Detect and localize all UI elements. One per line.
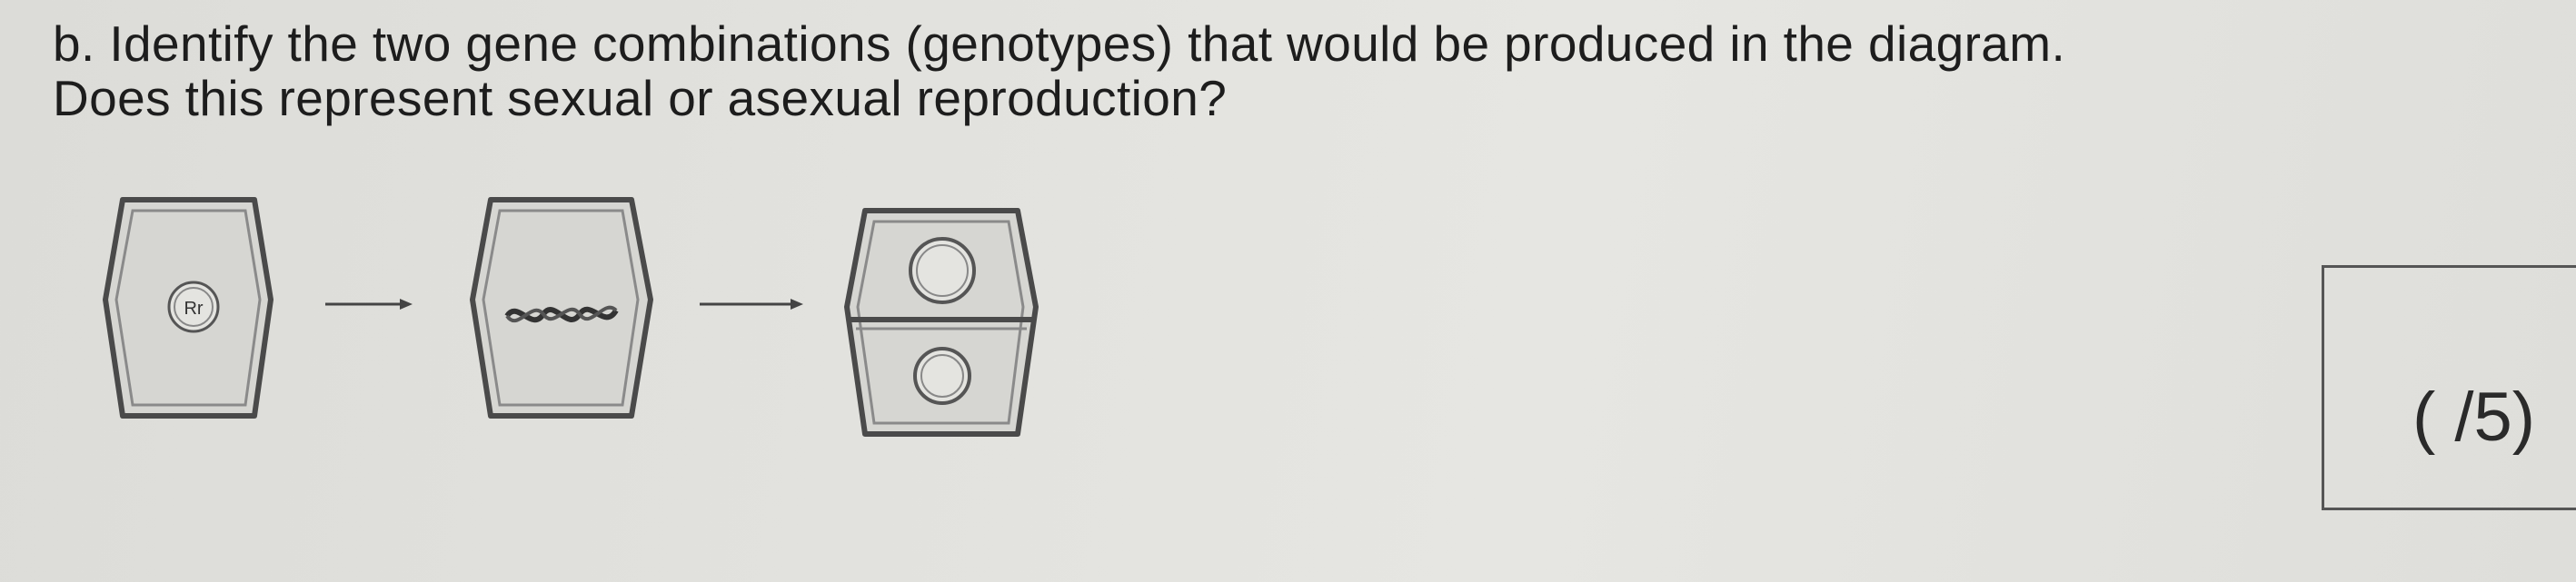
score-label: ( /5) [2412, 379, 2536, 456]
daughter-nucleus-bottom [913, 347, 971, 405]
daughter-cells [844, 208, 1039, 437]
question-text: b. Identify the two gene combinations (g… [53, 16, 2524, 125]
nucleus-label: Rr [184, 299, 203, 319]
arrow-icon [700, 299, 803, 310]
parent-cell: Rr [103, 197, 274, 419]
arrow-icon [325, 299, 413, 310]
daughter-nucleus-top [909, 237, 976, 304]
nucleus-rr [167, 281, 220, 333]
dividing-cell [470, 197, 653, 419]
score-box [2322, 265, 2576, 510]
question-line-2: Does this represent sexual or asexual re… [53, 70, 1228, 126]
question-line-1: b. Identify the two gene combinations (g… [53, 15, 2066, 72]
cell-division-diagram: Rr [103, 197, 1039, 437]
